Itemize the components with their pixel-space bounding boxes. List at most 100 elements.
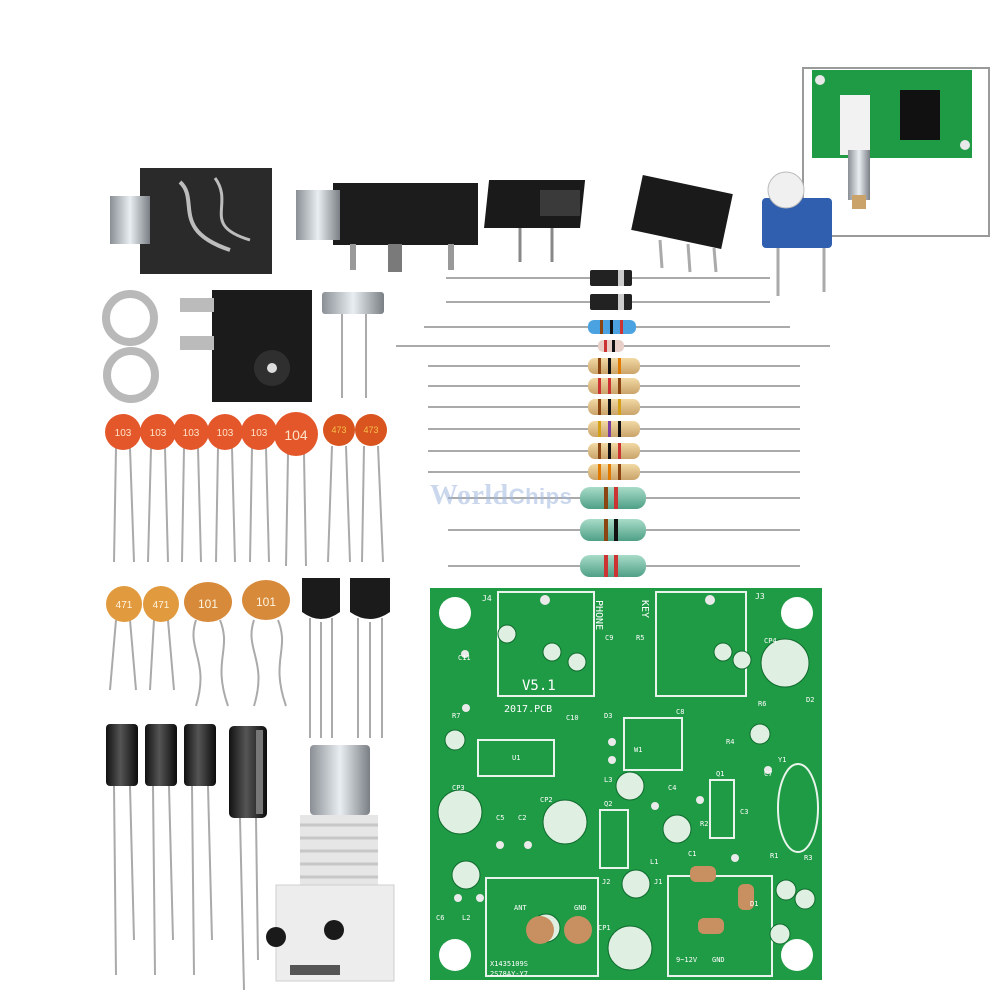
- pcb-silkscreen-label: U1: [512, 754, 520, 762]
- pcb-silkscreen-label: R5: [636, 634, 644, 642]
- electrolytic-capacitor: [106, 724, 138, 976]
- ceramic-capacitor: 103: [105, 414, 141, 563]
- pcb-silkscreen-label: 9~12V: [676, 956, 698, 964]
- cap-label: 103: [150, 428, 167, 439]
- cap-label: 104: [284, 427, 308, 443]
- resistor: [428, 464, 800, 480]
- pcb-year-label: 2017.PCB: [504, 704, 552, 715]
- pcb-board: V5.1 2017.PCB J4 J3 PHONE KEY C11 C9 R5 …: [430, 588, 822, 980]
- pcb-silkscreen-label: D1: [750, 900, 758, 908]
- ceramic-capacitor: 104: [274, 412, 318, 567]
- electrolytic-capacitor: [229, 726, 267, 991]
- electrolytic-capacitor: [184, 724, 216, 976]
- pcb-silkscreen-label: C3: [740, 808, 748, 816]
- pcb-silkscreen-label: X1435109S: [490, 960, 528, 968]
- washer-rings: [102, 290, 159, 403]
- pcb-silkscreen-label: W1: [634, 746, 642, 754]
- pcb-silkscreen-label: J1: [654, 878, 662, 886]
- cap-label: 473: [331, 425, 346, 435]
- pcb-silkscreen-label: Q2: [604, 800, 612, 808]
- resistor: [428, 378, 800, 394]
- pcb-silkscreen-label: R1: [770, 852, 778, 860]
- diode-1: [446, 270, 770, 286]
- cap-label: 103: [183, 428, 200, 439]
- pcb-silkscreen-label: CP1: [598, 924, 611, 932]
- ic-socket: [484, 180, 586, 262]
- pcb-silkscreen-label: R3: [804, 854, 812, 862]
- cap-label: 473: [363, 425, 378, 435]
- pcb-silkscreen-label: GND: [574, 904, 587, 912]
- pcb-silkscreen-label: D2: [806, 696, 814, 704]
- ceramic-capacitor: 103: [241, 414, 277, 563]
- resistor-blue: [424, 320, 790, 334]
- pcb-silkscreen-label: PHONE: [593, 600, 604, 630]
- bnc-connector: [266, 745, 395, 982]
- resistor: [428, 421, 800, 437]
- pcb-silkscreen-label: R2: [700, 820, 708, 828]
- transistor-2: [350, 578, 390, 738]
- inductor-2: [448, 519, 800, 541]
- pcb-silkscreen-label: J3: [755, 592, 765, 601]
- cap-label: 103: [217, 428, 234, 439]
- inductor-1: [448, 487, 800, 509]
- resistor-small-1: [396, 340, 830, 352]
- ceramic-capacitor-row-2: 471 471 101 101: [106, 580, 290, 707]
- pcb-silkscreen-label: C6: [436, 914, 444, 922]
- pcb-silkscreen-label: R7: [452, 712, 460, 720]
- crystal-oscillator: [322, 292, 384, 398]
- ceramic-capacitor: 471: [106, 586, 142, 691]
- audio-jack-1: [110, 168, 272, 274]
- pcb-silkscreen-label: Y1: [778, 756, 786, 764]
- resistor: [428, 443, 800, 459]
- pcb-silkscreen-label: C9: [605, 634, 613, 642]
- ceramic-capacitor-row-1: 103 103 103 103 103 104: [105, 412, 387, 567]
- trimmer-potentiometer: [762, 171, 832, 296]
- audio-jack-2: [296, 183, 478, 272]
- cap-label: 471: [116, 600, 133, 611]
- pcb-version-label: V5.1: [522, 678, 556, 694]
- resistor: [428, 358, 800, 374]
- ceramic-capacitor: 103: [140, 414, 176, 563]
- transistor-1: [302, 578, 340, 738]
- resistor-row-beige: [428, 358, 800, 480]
- ceramic-capacitor: 473: [355, 414, 387, 563]
- cap-label: 471: [153, 600, 170, 611]
- resistor: [428, 399, 800, 415]
- cap-label: 101: [256, 595, 276, 609]
- pcb-silkscreen-label: C5: [496, 814, 504, 822]
- electrolytic-capacitors: [106, 724, 267, 991]
- ceramic-capacitor: 473: [323, 414, 355, 563]
- ceramic-capacitor: 103: [173, 414, 209, 563]
- pcb-silkscreen-label: C1: [688, 850, 696, 858]
- pcb-silkscreen-label: C7: [764, 770, 772, 778]
- ic-chip: [631, 175, 733, 273]
- ceramic-capacitor: 101: [242, 580, 290, 707]
- pcb-silkscreen-label: CP3: [452, 784, 465, 792]
- pcb-silkscreen-label: 2S78AY-Y7: [490, 970, 528, 978]
- cap-label: 101: [198, 597, 218, 611]
- inset-assembled-board-photo: [802, 67, 990, 237]
- pcb-silkscreen-label: L3: [604, 776, 612, 784]
- pcb-silkscreen-label: CP2: [540, 796, 553, 804]
- pcb-silkscreen-label: ANT: [514, 904, 527, 912]
- pcb-silkscreen-label: R4: [726, 738, 734, 746]
- ceramic-capacitor: 103: [207, 414, 243, 563]
- cap-label: 103: [115, 428, 132, 439]
- pcb-silkscreen-label: L1: [650, 858, 658, 866]
- electrolytic-capacitor: [145, 724, 177, 976]
- inductor-3: [448, 555, 800, 577]
- pcb-silkscreen-label: C8: [676, 708, 684, 716]
- pcb-silkscreen-label: J2: [602, 878, 610, 886]
- cap-label: 103: [251, 428, 268, 439]
- pcb-silkscreen-label: CP4: [764, 637, 777, 645]
- pcb-silkscreen-label: C4: [668, 784, 676, 792]
- pcb-silkscreen-label: R6: [758, 700, 766, 708]
- pcb-silkscreen-label: D3: [604, 712, 612, 720]
- pcb-silkscreen-label: Q1: [716, 770, 724, 778]
- pcb-silkscreen-label: GND: [712, 956, 725, 964]
- pcb-silkscreen-label: C10: [566, 714, 579, 722]
- diode-2: [446, 294, 770, 310]
- pcb-silkscreen-label: KEY: [639, 600, 650, 618]
- pcb-silkscreen-label: J4: [482, 594, 492, 603]
